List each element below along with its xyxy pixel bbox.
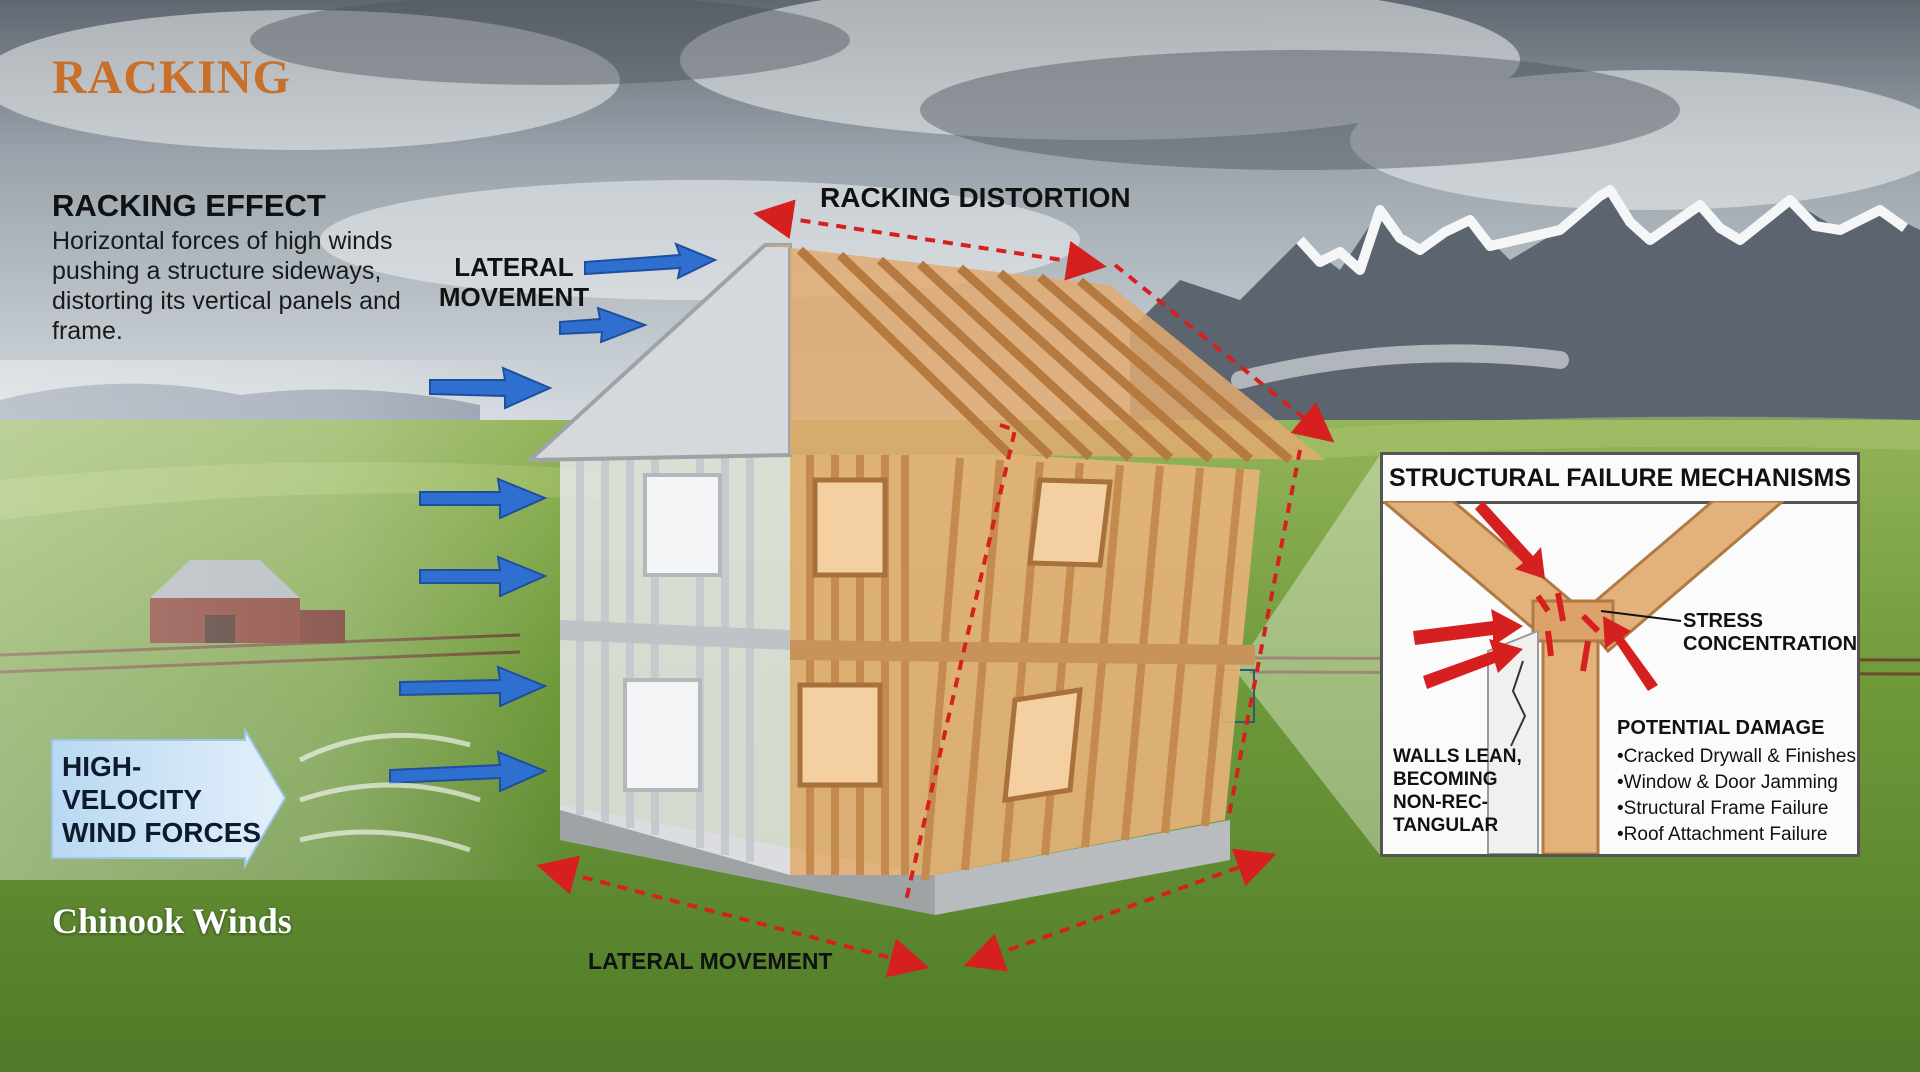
failure-mechanisms-panel: STRUCTURAL FAILURE MECHANISMS STRESS CON…: [1380, 452, 1860, 857]
effect-description: Horizontal forces of high winds pushing …: [52, 226, 412, 346]
stress-concentrations-label: STRESS CONCENTRATIONS: [1683, 610, 1860, 656]
effect-heading: RACKING EFFECT: [52, 188, 326, 224]
page-title: RACKING: [52, 50, 291, 105]
lateral-movement-label-bottom: LATERAL MOVEMENT: [588, 948, 832, 975]
racking-distortion-label: RACKING DISTORTION: [820, 182, 1131, 214]
stress-line-2: CONCENTRATIONS: [1683, 633, 1860, 656]
wind-forces-callout: HIGH-VELOCITY WIND FORCES: [52, 735, 262, 863]
wind-label-line1: HIGH-VELOCITY: [62, 750, 262, 816]
damage-list: Cracked Drywall & Finishes Window & Door…: [1617, 744, 1856, 848]
damage-item: Cracked Drywall & Finishes: [1617, 744, 1856, 770]
walls-line-2: BECOMING: [1393, 768, 1522, 791]
damage-item: Roof Attachment Failure: [1617, 822, 1856, 848]
walls-line-1: WALLS LEAN,: [1393, 745, 1522, 768]
stress-line-1: STRESS: [1683, 610, 1860, 633]
damage-item: Window & Door Jamming: [1617, 770, 1856, 796]
post: [1543, 641, 1598, 854]
walls-line-4: TANGULAR: [1393, 814, 1522, 837]
wind-label-line2: WIND FORCES: [62, 816, 262, 849]
panel-title: STRUCTURAL FAILURE MECHANISMS: [1383, 455, 1857, 504]
footer-caption: Chinook Winds: [52, 900, 292, 942]
walls-lean-label: WALLS LEAN, BECOMING NON-REC- TANGULAR: [1393, 745, 1522, 837]
walls-line-3: NON-REC-: [1393, 791, 1522, 814]
lateral-movement-label-top: LATERAL MOVEMENT: [430, 252, 598, 312]
potential-damage-heading: POTENTIAL DAMAGE: [1617, 717, 1824, 740]
damage-item: Structural Frame Failure: [1617, 796, 1856, 822]
